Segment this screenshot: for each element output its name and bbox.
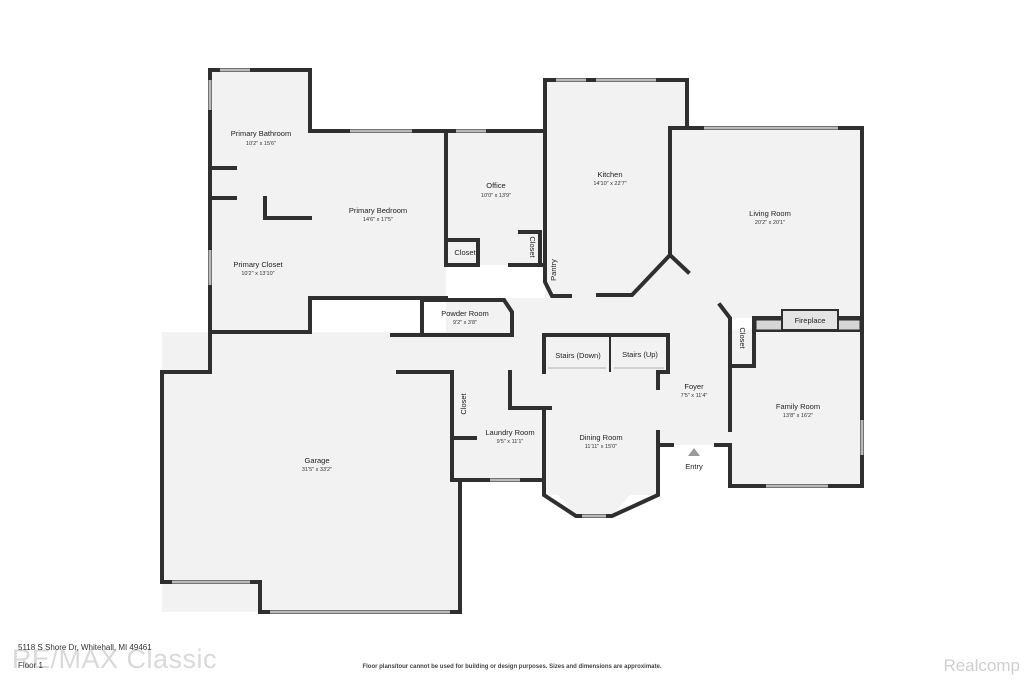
closet-label-laundry: Closet <box>459 392 468 414</box>
room-name-office: Office <box>486 181 505 190</box>
windows <box>172 68 864 614</box>
room-name-kitchen: Kitchen <box>597 170 622 179</box>
fireplace-label: Fireplace <box>795 316 826 325</box>
room-name-garage: Garage <box>304 456 329 465</box>
room-dims-foyer: 7'5" x 11'4" <box>681 393 708 399</box>
room-name-living-room: Living Room <box>749 209 791 218</box>
room-dims-primary-closet: 10'2" x 13'10" <box>241 271 274 277</box>
remax-watermark: RE/MAX Classic <box>12 644 218 674</box>
stairs-down-label: Stairs (Down) <box>555 351 601 360</box>
floor-fill <box>162 70 862 612</box>
room-dims-family-room: 13'8" x 16'2" <box>783 413 813 419</box>
closet-label-kitchen: Closet <box>528 236 537 258</box>
room-name-dining-room: Dining Room <box>579 433 622 442</box>
disclaimer-text: Floor plans/tour cannot be used for buil… <box>362 664 662 670</box>
entry-label: Entry <box>685 462 703 471</box>
entry-arrow-icon <box>688 448 700 456</box>
room-name-primary-bedroom: Primary Bedroom <box>349 206 407 215</box>
room-name-primary-closet: Primary Closet <box>233 260 283 269</box>
pantry-label: Pantry <box>549 259 558 281</box>
room-dims-primary-bathroom: 10'2" x 15'6" <box>246 141 276 147</box>
room-dims-powder-room: 9'2" x 3'8" <box>453 320 477 326</box>
room-dims-primary-bedroom: 14'6" x 17'5" <box>363 217 393 223</box>
room-dims-garage: 31'5" x 33'2" <box>302 467 332 473</box>
closet-label-living: Closet <box>738 327 747 349</box>
address-text: 5118 S Shore Dr, Whitehall, MI 49461 <box>18 643 152 652</box>
room-dims-kitchen: 14'10" x 22'7" <box>593 181 626 187</box>
realcomp-watermark: Realcomp <box>943 656 1020 675</box>
room-dims-office: 10'0" x 13'9" <box>481 193 511 199</box>
room-name-foyer: Foyer <box>684 382 704 391</box>
closet-label-office: Closet <box>454 248 476 257</box>
walls <box>160 68 864 614</box>
stairs-up-label: Stairs (Up) <box>622 350 658 359</box>
room-name-primary-bathroom: Primary Bathroom <box>231 129 291 138</box>
room-name-powder-room: Powder Room <box>441 309 489 318</box>
room-name-laundry-room: Laundry Room <box>485 428 534 437</box>
room-name-family-room: Family Room <box>776 402 820 411</box>
floor-label: Floor 1 <box>18 661 43 670</box>
room-dims-dining-room: 11'11" x 15'0" <box>585 444 617 450</box>
room-dims-laundry-room: 9'5" x 11'1" <box>497 439 524 445</box>
fireplace <box>755 309 861 331</box>
room-dims-living-room: 20'2" x 20'1" <box>755 220 785 226</box>
